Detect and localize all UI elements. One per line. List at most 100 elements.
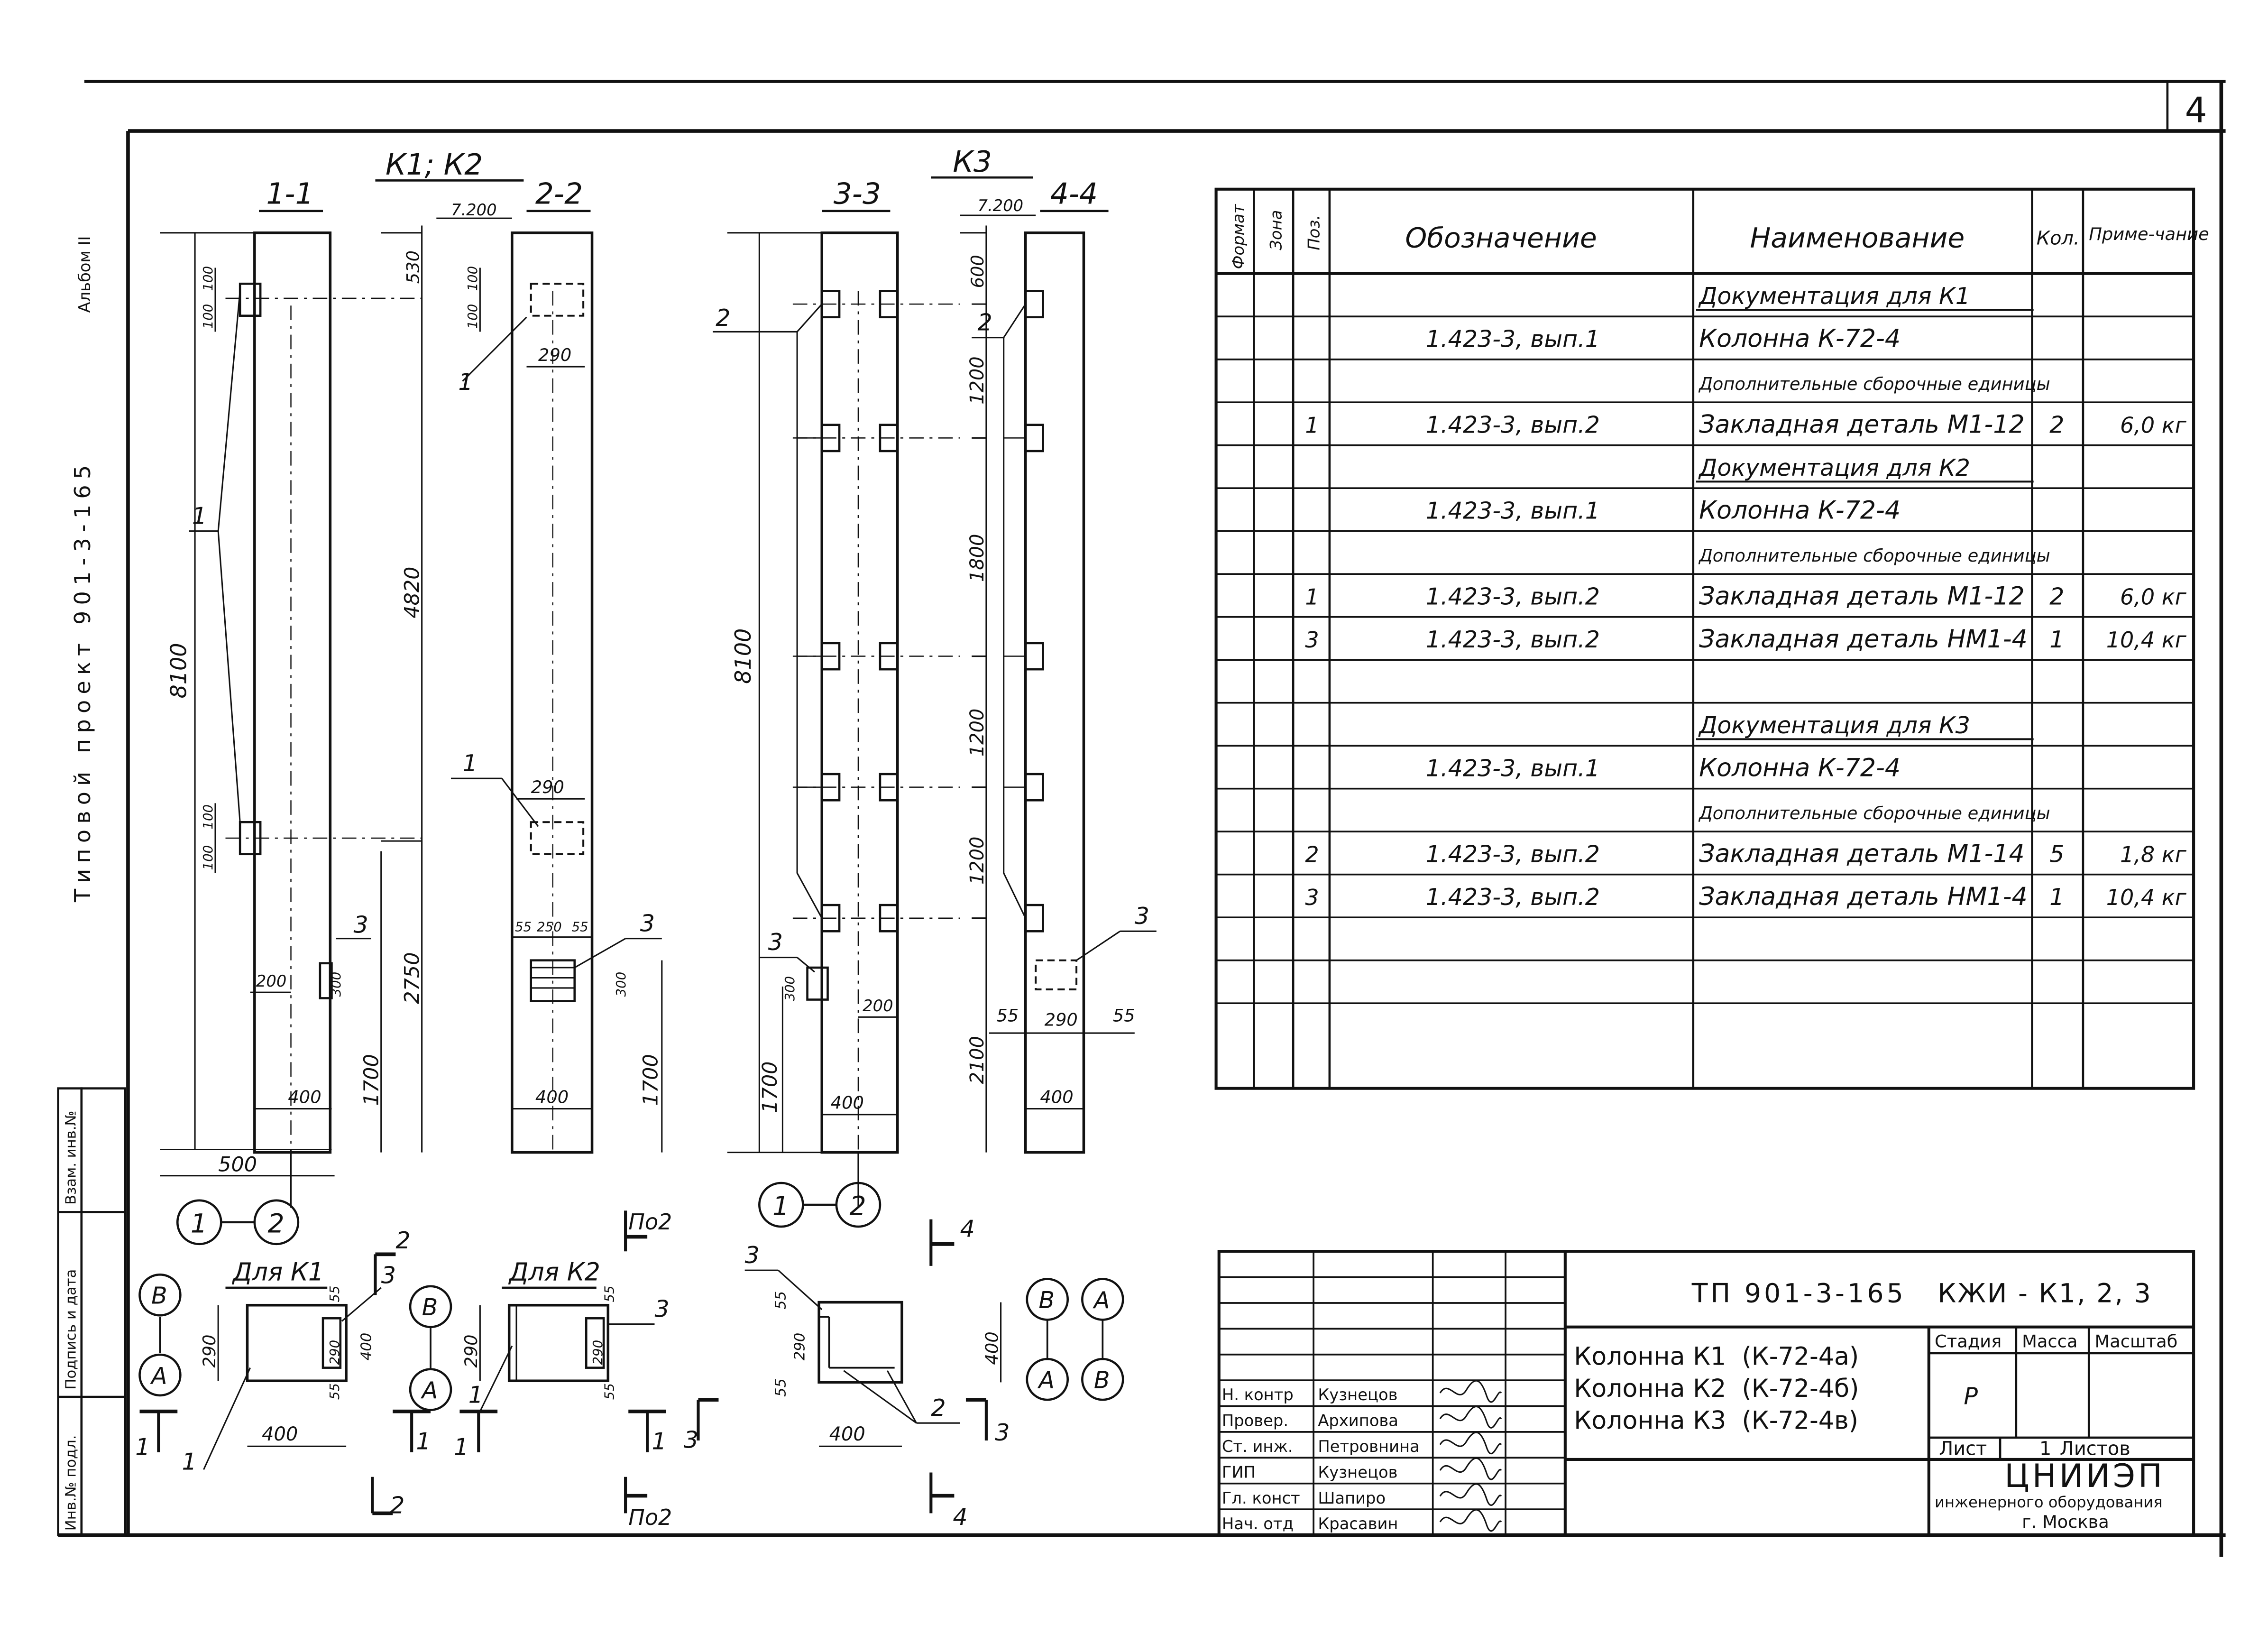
dim-55-c: 55 [996, 1006, 1019, 1026]
spec-cell-designation: 1.423-3, вып.1 [1426, 497, 1600, 525]
spec-cell-section-heading: Документация для К1 [1698, 282, 1970, 310]
spec-cell-section-heading: Документация для К2 [1698, 454, 1970, 481]
column-elevation-dims-k3: 600 1200 1800 1200 1200 2100 [960, 225, 988, 1153]
callout-pos-2-b: 2 [977, 308, 992, 336]
title-role-row: Ст. инж.Петровнина [1222, 1431, 1502, 1456]
spec-cell-position: 2 [1305, 842, 1319, 868]
spec-row: Дополнительные сборочные единицы [1698, 545, 2050, 566]
plan-k3-dim-400b: 400 [829, 1423, 865, 1445]
title-sheets-value: 1 [2039, 1438, 2051, 1460]
title-org-city: г. Москва [2022, 1512, 2109, 1532]
plan-k3-cut-4: 4 [960, 1215, 975, 1243]
spec-header-designation: Обозначение [1405, 222, 1597, 254]
spec-cell-name: Дополнительные сборочные единицы [1698, 803, 2050, 823]
dim-500: 500 [218, 1153, 257, 1176]
plan-k1-cut-2: 2 [395, 1227, 410, 1254]
spec-cell-designation: 1.423-3, вып.2 [1426, 626, 1600, 653]
spec-cell-note: 6,0 кг [2120, 413, 2187, 438]
plan-axis-B-k1: В [151, 1282, 167, 1310]
spec-cell-position: 3 [1305, 627, 1319, 653]
title-stage-label: Стадия [1935, 1331, 2002, 1352]
dim-1700-a: 1700 [360, 1054, 384, 1106]
dim-8100-k3: 8100 [730, 628, 756, 684]
spec-cell-position: 1 [1305, 584, 1319, 610]
spec-cell-name: Дополнительные сборочные единицы [1698, 374, 2050, 394]
title-role-label: Ст. инж. [1222, 1437, 1293, 1456]
dim-400-b: 400 [535, 1087, 569, 1107]
plan-k2-cut-1: 1 [454, 1433, 468, 1461]
dim-55-b: 55 [572, 919, 588, 934]
dim-100-c: 100 [200, 804, 216, 830]
plan-title-k1: Для К1 [232, 1258, 324, 1287]
title-role-row: Провер. Архипова [1222, 1406, 1502, 1430]
plan-k2-dim-290b: 290 [590, 1340, 606, 1365]
spec-cell-name: Закладная деталь М1-12 [1699, 582, 2025, 611]
spec-row: Документация для К2 [1696, 454, 2034, 483]
plan-k3-cut-4b: 4 [953, 1503, 967, 1531]
spec-cell-designation: 1.423-3, вып.2 [1426, 411, 1600, 439]
plan-k1-dim-290b: 290 [327, 1340, 342, 1365]
spec-cell-designation: 1.423-3, вып.2 [1426, 883, 1600, 911]
dim-1200-b: 1200 [966, 709, 988, 757]
title-role-person: Архипова [1318, 1412, 1398, 1430]
plan-k3-pos-3: 3 [745, 1241, 760, 1269]
signature-mark [1439, 1406, 1502, 1429]
spec-cell-designation: 1.423-3, вып.1 [1426, 755, 1600, 782]
plan-section-po2: По2 [628, 1209, 672, 1235]
signature-mark [1439, 1483, 1502, 1506]
drawing-content: 4 Типовой проект 901-3-165 Альбом II Инв… [57, 80, 2226, 1557]
section-label-3-3: 3-3 [834, 177, 881, 211]
plan-k2-dim-55: 55 [602, 1285, 617, 1302]
stamp-inv-podl: Инв.№ подл. [63, 1435, 80, 1531]
plan-k2-pos-3: 3 [654, 1295, 669, 1322]
axis-label-1: 1 [191, 1209, 207, 1239]
spec-cell-designation: 1.423-3, вып.2 [1426, 840, 1600, 868]
stamp-signature-date: Подпись и дата [63, 1269, 80, 1390]
spec-cell-name: Закладная деталь М1-12 [1699, 411, 2025, 439]
column-elevation-2-2: 100 100 290 1 290 1 55 250 55 3 300 1700… [450, 231, 663, 1154]
callout-pos-1-c: 1 [463, 749, 477, 777]
sheet-number: 4 [2185, 91, 2207, 131]
title-role-person: Кузнецов [1318, 1463, 1397, 1481]
title-role-person: Красавин [1318, 1514, 1398, 1533]
plan-k1-cut-1: 1 [135, 1433, 150, 1461]
spec-header-note: Приме-чание [2089, 224, 2209, 244]
dim-100-e: 100 [465, 266, 480, 291]
spec-cell-designation: 1.423-3, вып.2 [1426, 583, 1600, 610]
plan-k1-pos-3: 3 [381, 1262, 396, 1289]
spec-cell-note: 10,4 кг [2106, 885, 2187, 910]
section-label-2-2: 2-2 [535, 177, 583, 211]
spec-row: Документация для К3 [1696, 711, 2034, 740]
dim-300-b: 300 [613, 972, 629, 997]
spec-row: Документация для К1 [1696, 282, 2034, 311]
plan-axis-B-k2: В [422, 1293, 438, 1321]
title-doc-code: КЖИ - К1, 2, 3 [1937, 1279, 2152, 1309]
spec-cell-designation: 1.423-3, вып.1 [1426, 325, 1600, 353]
signature-mark [1439, 1509, 1502, 1532]
plan-title-k2: Для К2 [508, 1258, 600, 1287]
axis-label-2: 2 [267, 1209, 284, 1239]
title-role-label: Провер. [1222, 1412, 1288, 1430]
axis-marker-k3: 1 2 [758, 1182, 881, 1228]
title-stage-value: Р [1964, 1382, 1978, 1410]
title-item-k2: Колонна К2 (К-72-4б) [1574, 1375, 1859, 1403]
dim-100-d: 100 [200, 845, 216, 870]
spec-row: Дополнительные сборочные единицы [1698, 374, 2050, 394]
section-label-4-4: 4-4 [1050, 177, 1098, 211]
callout-pos-2-a: 2 [716, 304, 730, 332]
title-role-label: ГИП [1222, 1463, 1256, 1481]
plan-k2-dim-55b: 55 [602, 1383, 617, 1400]
dim-250: 250 [537, 919, 562, 934]
specification-table: Формат Зона Поз. Обозначение Наименовани… [1214, 187, 2209, 1090]
title-project-code: ТП 901-3-165 [1691, 1279, 1906, 1309]
dim-200-a: 200 [256, 972, 286, 990]
callout-pos-1-a: 1 [192, 502, 207, 529]
dim-1200-a: 1200 [966, 356, 988, 404]
plan-k2-cut-1b: 1 [652, 1427, 666, 1455]
title-role-label: Нач. отд [1222, 1514, 1294, 1533]
